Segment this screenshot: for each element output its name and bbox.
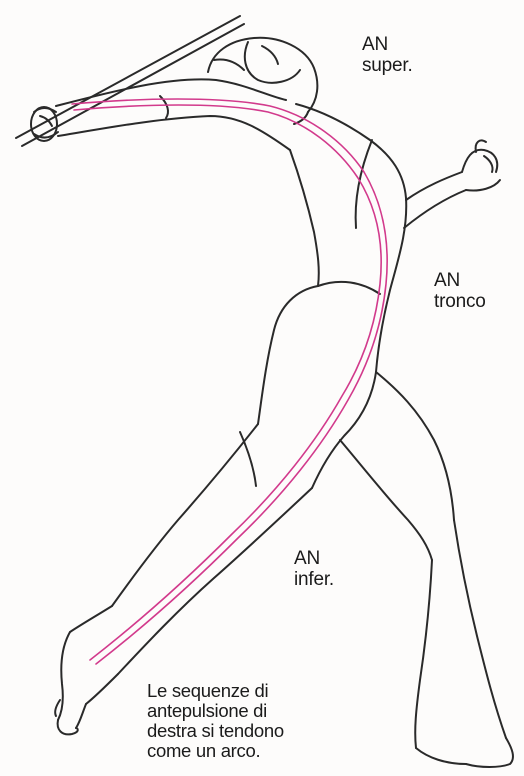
torso [290, 104, 406, 372]
anterior-chain-line [72, 99, 387, 664]
trunk-chain-label-line1: AN [434, 270, 486, 291]
free-arm [404, 140, 500, 228]
upper-chain-label: AN super. [362, 34, 413, 76]
lower-chain-label-line2: infer. [294, 569, 334, 590]
throwing-arm [56, 79, 290, 150]
caption-line: come un arco. [147, 741, 284, 761]
caption-line: antepulsione di [147, 701, 284, 721]
throwing-hand [31, 107, 58, 141]
back-leg [55, 286, 376, 734]
upper-chain-label-line2: super. [362, 55, 413, 76]
lower-chain-label: AN infer. [294, 548, 334, 590]
lower-chain-label-line1: AN [294, 548, 334, 569]
caption: Le sequenze di antepulsione di destra si… [147, 681, 284, 761]
caption-line: destra si tendono [147, 721, 284, 741]
front-leg [340, 372, 513, 767]
javelin [16, 16, 244, 146]
trunk-chain-label-line2: tronco [434, 291, 486, 312]
caption-line: Le sequenze di [147, 681, 284, 701]
upper-chain-label-line1: AN [362, 34, 413, 55]
trunk-chain-label: AN tronco [434, 270, 486, 312]
